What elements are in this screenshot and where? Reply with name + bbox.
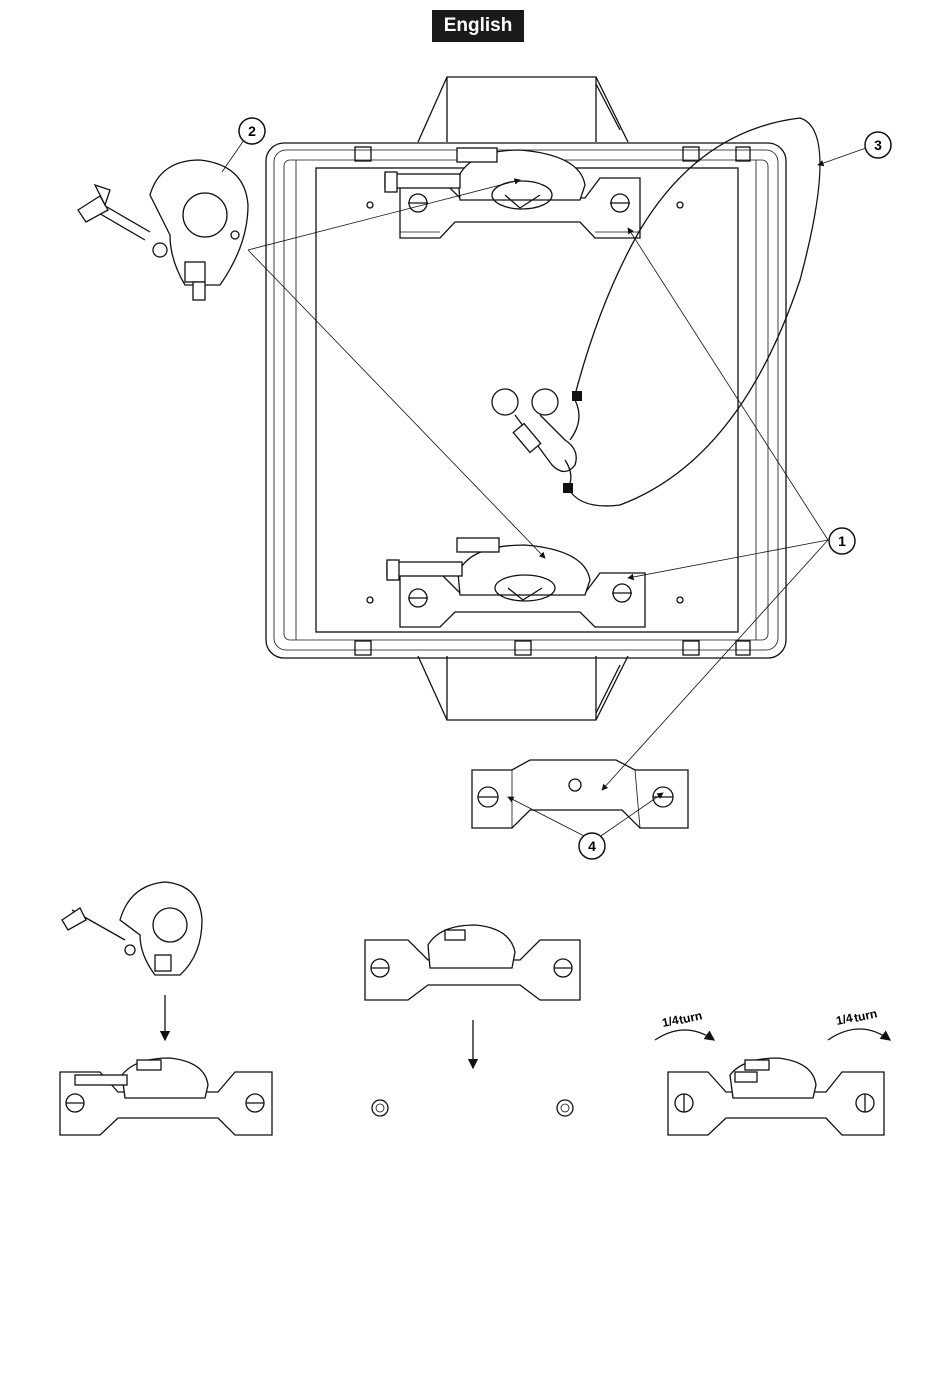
step-3-quarter-turn [655,1029,890,1135]
callout-1-label: 1 [838,533,846,549]
callout-2-label: 2 [248,123,256,139]
top-bracket-assembly [385,148,640,238]
callout-3: 3 [865,132,891,158]
leader-lines [222,140,866,838]
step-1-clamp-attach [60,882,272,1135]
turn-word-left: turn [678,1008,704,1027]
callout-2: 2 [239,118,265,144]
callout-4: 4 [579,833,605,859]
callout-3-label: 3 [874,137,882,153]
turn-word-right: turn [853,1006,879,1025]
callout-4-label: 4 [588,838,596,854]
callout-1: 1 [829,528,855,554]
step-2-bracket-place [365,925,580,1116]
separate-bracket [472,760,688,828]
loose-clamp [78,160,248,300]
bottom-bracket-assembly [387,538,645,627]
turn-label-left: 1/4 turn [661,1008,704,1030]
turn-label-right: 1/4 turn [835,1006,879,1028]
turn-fraction-right: 1/4 [835,1011,855,1028]
